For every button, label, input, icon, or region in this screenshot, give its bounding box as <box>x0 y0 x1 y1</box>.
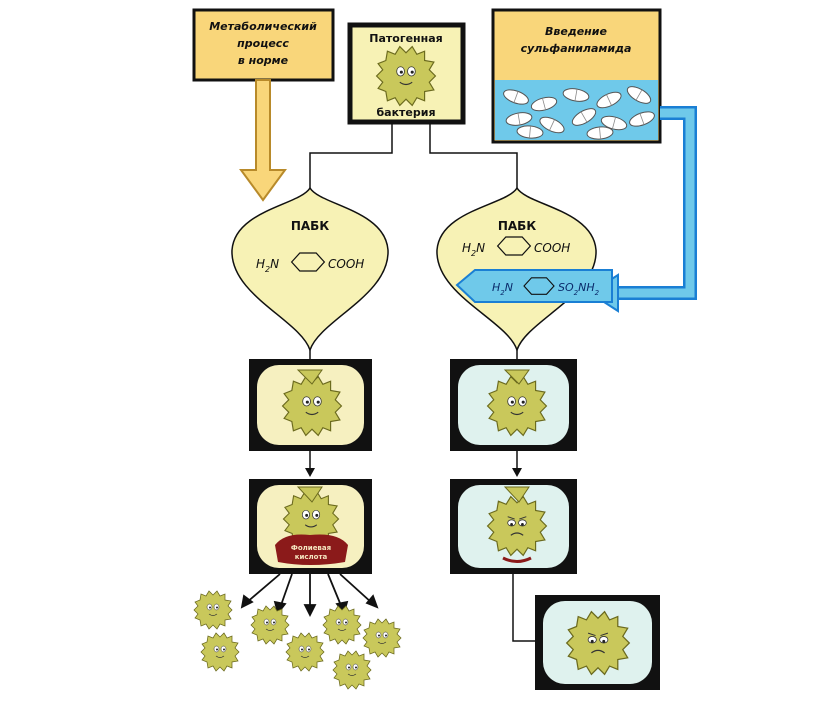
cooh-group: COOH <box>534 241 570 255</box>
svg-text:H2N: H2N <box>256 257 279 274</box>
normal-process-line-1: Метаболический <box>209 20 317 33</box>
right-panel-dying <box>535 595 660 690</box>
svg-text:H2N: H2N <box>462 241 485 258</box>
h-subscript: 2 <box>471 249 476 258</box>
h-subscript: 2 <box>500 289 505 297</box>
pathogen-label-bottom: бактерия <box>376 106 435 119</box>
h-subscript: 2 <box>265 265 270 274</box>
nh2-subscript: 2 <box>595 289 600 297</box>
pathogen-box: Патогенная бактерия <box>347 22 466 125</box>
arrow-right-1 <box>512 451 522 477</box>
n-atom: N <box>505 281 513 294</box>
proliferation-arrows <box>240 573 379 618</box>
h-atom: H <box>462 241 471 255</box>
arrow-left-1 <box>305 451 315 477</box>
left-paba-formula: H2N COOH <box>256 252 364 274</box>
bacterium-icon <box>200 632 240 672</box>
right-funnel-title: ПАБК <box>498 219 536 233</box>
pathogen-label-top: Патогенная <box>369 32 442 45</box>
nh2-group: NH <box>578 281 595 294</box>
sulfonamide-molecule: H2N SO2NH2 <box>455 269 613 303</box>
connector-lines <box>309 122 518 188</box>
cooh-group: COOH <box>328 257 364 271</box>
right-panel-blocked <box>450 479 577 574</box>
n-atom: N <box>476 241 485 255</box>
connector-final <box>512 574 535 642</box>
bacterium-icon <box>250 605 290 645</box>
bacterium-icon <box>362 618 402 658</box>
h-atom: H <box>492 281 500 294</box>
normal-process-line-3: в норме <box>238 54 289 67</box>
bacterium-icon <box>193 590 233 630</box>
svg-text:H2N: H2N <box>492 281 513 297</box>
h-atom: H <box>256 257 265 271</box>
bacterium-icon <box>332 650 372 690</box>
bacterium-icon <box>285 632 325 672</box>
right-paba-formula: H2N COOH <box>462 236 570 258</box>
normal-process-line-2: процесс <box>237 37 289 50</box>
folic-label-line-1: Фолиевая <box>291 544 331 552</box>
folic-label-line-2: кислота <box>295 553 328 561</box>
left-panel-uptake <box>249 359 372 451</box>
normal-process-arrow <box>239 79 287 202</box>
sulfonamide-box: Введение сульфаниламида <box>491 8 662 144</box>
so2-group: SO <box>558 281 574 294</box>
svg-text:SO2NH2: SO2NH2 <box>558 281 600 297</box>
normal-process-box: Метаболический процесс в норме <box>192 8 335 82</box>
bacterium-icon <box>322 605 362 645</box>
sulfonamide-line-1: Введение <box>545 25 607 38</box>
right-panel-uptake <box>450 359 577 451</box>
left-funnel-title: ПАБК <box>291 219 329 233</box>
left-funnel: ПАБК H2N COOH <box>231 186 389 372</box>
left-panel-folic-acid: Фолиевая кислота <box>249 479 372 574</box>
right-funnel: ПАБК H2N COOH H2N SO2NH2 <box>436 186 613 372</box>
proliferating-bacteria <box>193 590 402 690</box>
sulfonamide-line-2: сульфаниламида <box>521 42 632 55</box>
n-atom: N <box>270 257 279 271</box>
so2-subscript: 2 <box>574 289 579 297</box>
